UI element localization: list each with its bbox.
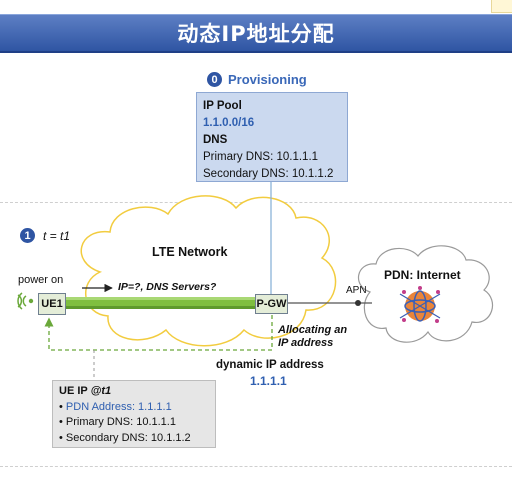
step-0-badge: 0	[207, 72, 222, 87]
request-label: IP=?, DNS Servers?	[118, 281, 217, 293]
ip-pool-heading: IP Pool	[203, 100, 242, 112]
pool-primary-dns: Primary DNS: 10.1.1.1	[203, 151, 319, 163]
step-1-header: 1 t = t1	[20, 228, 70, 243]
dynamic-ip-label: dynamic IP address	[216, 359, 324, 371]
page-title: 动态IP地址分配	[177, 22, 335, 46]
power-on-icon	[17, 292, 34, 310]
ue-ip-title-prefix: UE IP	[59, 385, 91, 397]
apn-point	[355, 300, 361, 306]
provisioning-header: 0 Provisioning	[207, 72, 307, 87]
bottom-divider	[0, 466, 512, 467]
ue-ip-title: UE IP @t1	[59, 384, 209, 400]
ue-ip-box: UE IP @t1 • PDN Address: 1.1.1.1 • Prima…	[52, 380, 216, 448]
ue-ip-title-time: @t1	[90, 385, 112, 397]
ue-secondary-dns-value: Secondary DNS: 10.1.1.2	[65, 431, 191, 444]
ue-primary-dns-value: Primary DNS: 10.1.1.1	[65, 416, 176, 428]
allocating-line-2: IP address	[278, 337, 334, 349]
pdn-label: PDN: Internet	[384, 268, 461, 282]
globe-icon	[399, 286, 441, 323]
time-label: t = t1	[43, 228, 71, 243]
ue-pdn-address-value: PDN Address: 1.1.1.1	[65, 400, 172, 413]
pool-secondary-dns: Secondary DNS: 10.1.1.2	[203, 168, 334, 180]
lte-network-label: LTE Network	[152, 245, 228, 259]
pgw-label: P-GW	[256, 298, 287, 310]
allocating-line-1: Allocating an	[278, 324, 348, 336]
corner-note	[491, 0, 512, 13]
step-1-badge: 1	[20, 228, 35, 243]
pgw-node: P-GW	[255, 294, 288, 314]
ue-secondary-dns: • Secondary DNS: 10.1.1.2	[59, 431, 191, 444]
apn-label: APN	[346, 285, 367, 296]
ue-pdn-address: • PDN Address: 1.1.1.1	[59, 400, 172, 413]
allocating-label: Allocating an IP address	[278, 324, 347, 350]
title-bar: 动态IP地址分配	[0, 14, 512, 53]
dns-heading: DNS	[203, 134, 228, 146]
ip-pool-box: IP Pool 1.1.0.0/16 DNS Primary DNS: 10.1…	[196, 92, 348, 182]
ip-pool-range: 1.1.0.0/16	[203, 117, 255, 129]
response-arrow	[44, 315, 273, 351]
ue-primary-dns: • Primary DNS: 10.1.1.1	[59, 416, 176, 428]
ue1-node: UE1	[38, 293, 66, 315]
power-on-label: power on	[18, 274, 64, 286]
dynamic-ip-value: 1.1.1.1	[250, 374, 287, 388]
ue1-label: UE1	[41, 298, 63, 310]
provisioning-label: Provisioning	[228, 72, 307, 87]
